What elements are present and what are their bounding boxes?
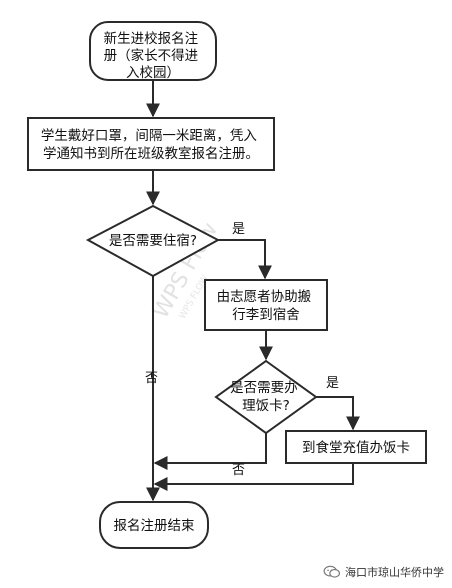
- decision2-diamond: 是否需要办 理饭卡?: [214, 359, 318, 435]
- step1-process: 学生戴好口罩，间隔一米距离，凭入 学通知书到所在班级教室报名注册。: [27, 117, 275, 171]
- start-node-line-1: 新生进校报名注: [104, 30, 199, 47]
- svg-text:报名注册结束: 报名注册结束: [114, 518, 195, 534]
- start-node-line-3: 入校园）: [126, 64, 180, 81]
- svg-text:新生进校报名注 册（家长不得进 入校: 新生进校报名注 册（家长不得进 入校园）: [104, 30, 203, 81]
- step2-process: 由志愿者协助搬 行李到宿舍: [204, 279, 328, 331]
- step3-process: 到食堂充值办饭卡: [285, 430, 427, 464]
- step1-line-1: 学生戴好口罩，间隔一米距离，凭入: [41, 127, 257, 144]
- svg-text:学生戴好口罩，间隔一米距离，凭入 学通知书到所在: 学生戴好口罩，间隔一米距离，凭入 学通知书到所在班级教室报名注册。: [41, 127, 261, 162]
- wechat-icon: [323, 565, 341, 578]
- decision1-diamond: 是否需要住宿?: [85, 204, 221, 278]
- decision1-text: 是否需要住宿?: [109, 232, 197, 249]
- svg-text:是否需要住宿?: 是否需要住宿?: [109, 232, 197, 249]
- start-node: 新生进校报名注 册（家长不得进 入校园）: [89, 21, 217, 81]
- edge-decision2-yes: [316, 396, 360, 431]
- decision2-line-1: 是否需要办: [230, 380, 298, 396]
- yes-label-2: 是: [326, 376, 339, 391]
- yes-label-1: 是: [232, 222, 245, 237]
- step3-text: 到食堂充值办饭卡: [302, 439, 410, 456]
- no-label-2: 否: [232, 463, 245, 478]
- edge-step3-merge: [153, 463, 354, 491]
- svg-text:到食堂充值办饭卡: 到食堂充值办饭卡: [302, 439, 410, 456]
- edge-decision1-yes: [218, 239, 272, 280]
- edge-decision2-no: [153, 433, 267, 470]
- credit-text: 海口市琼山华侨中学: [345, 566, 444, 579]
- end-node-text: 报名注册结束: [114, 518, 195, 534]
- step2-line-2: 行李到宿舍: [232, 306, 300, 323]
- source-credit: 海口市琼山华侨中学: [323, 564, 444, 580]
- start-node-line-2: 册（家长不得进: [104, 47, 199, 64]
- svg-text:由志愿者协助搬 行李到宿舍: 由志愿者协助搬 行李到宿舍: [217, 289, 316, 323]
- step2-line-1: 由志愿者协助搬: [217, 289, 312, 305]
- svg-text:是否需要办 理饭卡?: 是否需要办 理饭卡?: [230, 380, 302, 414]
- decision2-line-2: 理饭卡?: [242, 398, 290, 414]
- no-label-1: 否: [145, 371, 158, 386]
- step1-line-2: 学通知书到所在班级教室报名注册。: [43, 145, 259, 162]
- end-node: 报名注册结束: [99, 501, 209, 549]
